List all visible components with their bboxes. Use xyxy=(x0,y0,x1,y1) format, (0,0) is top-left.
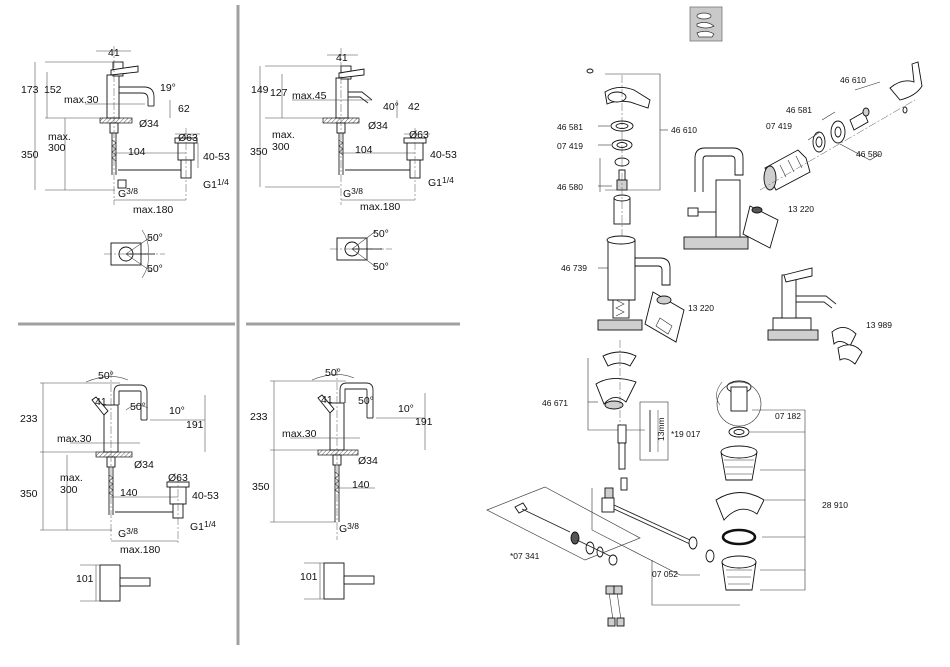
dim-d34: Ø34 xyxy=(358,455,378,467)
part-07419-b: 07 419 xyxy=(766,121,792,131)
dim-d63: Ø63 xyxy=(168,472,188,484)
dim-angle-50: 50° xyxy=(325,367,341,379)
dim-191: 191 xyxy=(186,419,204,431)
part-07182: 07 182 xyxy=(775,411,801,421)
dim-40-53: 40-53 xyxy=(430,149,457,161)
part-13220-b: 13 220 xyxy=(788,204,814,214)
dim-g114: G11/4 xyxy=(428,175,454,189)
dim-40-53: 40-53 xyxy=(203,151,230,163)
dim-40-53: 40-53 xyxy=(192,490,219,502)
dim-350: 350 xyxy=(252,481,270,493)
dim-173: 173 xyxy=(21,84,39,96)
part-07052: 07 052 xyxy=(652,569,678,579)
dim-g114: G11/4 xyxy=(203,177,229,191)
dim-d34: Ø34 xyxy=(134,459,154,471)
part-28910: 28 910 xyxy=(822,500,848,510)
dim-max180: max.180 xyxy=(360,201,400,213)
part-46610-b: 46 610 xyxy=(840,75,866,85)
dim-max30: max.30 xyxy=(282,428,317,440)
dim-140: 140 xyxy=(120,487,138,499)
dim-angle-50b: 50° xyxy=(130,401,146,413)
part-13220-a: 13 220 xyxy=(688,303,714,313)
dim-d63: Ø63 xyxy=(409,129,429,141)
part-46580-a: 46 580 xyxy=(557,182,583,192)
grohe-care-symbol-icon xyxy=(689,6,723,42)
dim-101: 101 xyxy=(300,571,318,583)
angle-50-bottom: 50° xyxy=(147,263,163,275)
dim-d63: Ø63 xyxy=(178,132,198,144)
dim-max45: max.45 xyxy=(292,90,327,102)
dim-g38: G3/8 xyxy=(118,186,138,200)
dim-41: 41 xyxy=(108,47,120,59)
dim-d34: Ø34 xyxy=(139,118,159,130)
dim-140: 140 xyxy=(352,479,370,491)
dim-d34: Ø34 xyxy=(368,120,388,132)
dim-max180: max.180 xyxy=(120,544,160,556)
dim-max: max. xyxy=(48,131,71,143)
dim-angle-10: 10° xyxy=(398,403,414,415)
part-13mm: 13mm xyxy=(656,417,666,441)
dim-191: 191 xyxy=(415,416,433,428)
dim-350: 350 xyxy=(20,488,38,500)
dim-41: 41 xyxy=(336,52,348,64)
panel-bottom-mid: 50° 41 50° 10° 233 191 max.30 Ø34 350 14… xyxy=(250,367,433,600)
dim-104: 104 xyxy=(355,144,373,156)
dim-max: max. xyxy=(272,129,295,141)
dim-62: 62 xyxy=(178,103,190,115)
part-19017: *19 017 xyxy=(671,429,701,439)
dim-233: 233 xyxy=(20,413,38,425)
dim-angle-50b: 50° xyxy=(358,395,374,407)
panel-top-mid: 41 149 127 max.45 40° 42 Ø34 max. 300 35… xyxy=(250,48,457,273)
dim-149: 149 xyxy=(251,84,269,96)
part-46610-a: 46 610 xyxy=(671,125,697,135)
dim-127: 127 xyxy=(270,87,288,99)
dim-max30: max.30 xyxy=(64,94,99,106)
dim-233: 233 xyxy=(250,411,268,423)
dim-42: 42 xyxy=(408,101,420,113)
dim-angle-10: 10° xyxy=(169,405,185,417)
part-13989: 13 989 xyxy=(866,320,892,330)
exploded-parts-view: 46 581 07 419 46 610 46 580 46 739 13 22… xyxy=(486,6,923,627)
dim-g38: G3/8 xyxy=(343,186,363,200)
angle-50-bottom: 50° xyxy=(373,261,389,273)
part-46580-b: 46 580 xyxy=(856,149,882,159)
angle-50-top: 50° xyxy=(373,228,389,240)
part-46581-b: 46 581 xyxy=(786,105,812,115)
dim-g38: G3/8 xyxy=(339,521,359,535)
dim-152: 152 xyxy=(44,84,62,96)
dim-g38: G3/8 xyxy=(118,526,138,540)
dim-angle-19: 19° xyxy=(160,82,176,94)
dim-350: 350 xyxy=(250,146,268,158)
dim-300: 300 xyxy=(60,484,78,496)
part-46671: 46 671 xyxy=(542,398,568,408)
dim-300: 300 xyxy=(48,142,66,154)
panel-bottom-left: 50° 41 50° 10° 233 191 max.30 Ø34 max. 3… xyxy=(20,370,219,602)
part-07341: *07 341 xyxy=(510,551,540,561)
dim-max30: max.30 xyxy=(57,433,92,445)
dim-max180: max.180 xyxy=(133,204,173,216)
dim-104: 104 xyxy=(128,146,146,158)
dim-350: 350 xyxy=(21,149,39,161)
panel-dividers xyxy=(18,5,460,645)
dim-angle-40: 40° xyxy=(383,101,399,113)
dim-101: 101 xyxy=(76,573,94,585)
dim-41: 41 xyxy=(95,396,107,408)
dim-angle-50: 50° xyxy=(98,370,114,382)
dim-max: max. xyxy=(60,472,83,484)
dim-41: 41 xyxy=(321,394,333,406)
dim-g114: G11/4 xyxy=(190,519,216,533)
part-46581-a: 46 581 xyxy=(557,122,583,132)
angle-50-top: 50° xyxy=(147,232,163,244)
panel-top-left: 41 173 152 max.30 19° 62 Ø34 max. 300 35… xyxy=(21,46,230,279)
part-46739: 46 739 xyxy=(561,263,587,273)
dim-300: 300 xyxy=(272,141,290,153)
part-07419-a: 07 419 xyxy=(557,141,583,151)
